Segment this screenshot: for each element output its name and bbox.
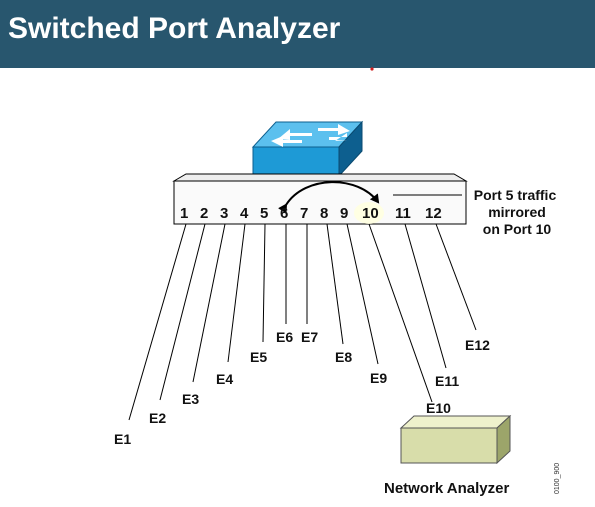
- endpoint-labels: E1 E2 E3 E4 E5 E6 E7 E8 E9 E10 E11 E12: [114, 329, 490, 447]
- endpoint-label-e3: E3: [182, 391, 199, 407]
- endpoint-label-e8: E8: [335, 349, 352, 365]
- port-label-9: 9: [340, 205, 348, 222]
- endpoint-label-e6: E6: [276, 329, 293, 345]
- figure-code: 0100_900: [554, 463, 561, 494]
- cable-e2: [159, 223, 206, 401]
- port-label-12: 12: [425, 205, 442, 222]
- title-bar: Switched Port Analyzer: [0, 0, 595, 68]
- port-labels: 1 2 3 4 5 6 7 8 9 10 11 12: [180, 205, 442, 222]
- cable-e9: [346, 223, 379, 365]
- annotation-line-1: Port 5 traffic: [474, 187, 557, 203]
- endpoint-label-e9: E9: [370, 370, 387, 386]
- port-label-10: 10: [362, 205, 379, 222]
- cable-e11: [404, 223, 447, 369]
- mirror-annotation: Port 5 traffic mirrored on Port 10: [474, 187, 557, 237]
- endpoint-label-e5: E5: [250, 349, 267, 365]
- port-label-8: 8: [320, 205, 328, 222]
- port-label-4: 4: [240, 205, 249, 222]
- annotation-line-2: mirrored: [488, 204, 546, 220]
- endpoint-label-e4: E4: [216, 371, 233, 387]
- port-label-1: 1: [180, 205, 188, 222]
- switch-icon: [251, 120, 364, 178]
- cable-e4: [227, 223, 246, 363]
- cable-e12: [435, 223, 477, 331]
- endpoint-label-e12: E12: [465, 337, 490, 353]
- page-title: Switched Port Analyzer: [8, 12, 341, 45]
- endpoint-label-e10: E10: [426, 400, 451, 416]
- port-label-5: 5: [260, 205, 268, 222]
- network-analyzer-label: Network Analyzer: [384, 480, 509, 497]
- endpoint-label-e11: E11: [435, 373, 459, 389]
- endpoint-label-e2: E2: [149, 410, 166, 426]
- cable-e1: [128, 223, 187, 421]
- port-label-11: 11: [395, 205, 411, 222]
- cable-e8: [326, 223, 344, 345]
- mirror-arrow: [278, 181, 380, 214]
- port-label-7: 7: [300, 205, 308, 222]
- red-dot: [370, 67, 374, 71]
- cable-e5: [262, 223, 266, 343]
- cable-e10: [368, 223, 433, 403]
- port-label-6: 6: [280, 205, 288, 222]
- port-label-3: 3: [220, 205, 228, 222]
- cables: [128, 223, 477, 421]
- endpoint-label-e7: E7: [301, 329, 318, 345]
- cable-e3: [192, 223, 226, 383]
- network-analyzer-icon: [399, 414, 512, 465]
- port-label-2: 2: [200, 205, 208, 222]
- endpoint-label-e1: E1: [114, 431, 131, 447]
- annotation-line-3: on Port 10: [483, 221, 552, 237]
